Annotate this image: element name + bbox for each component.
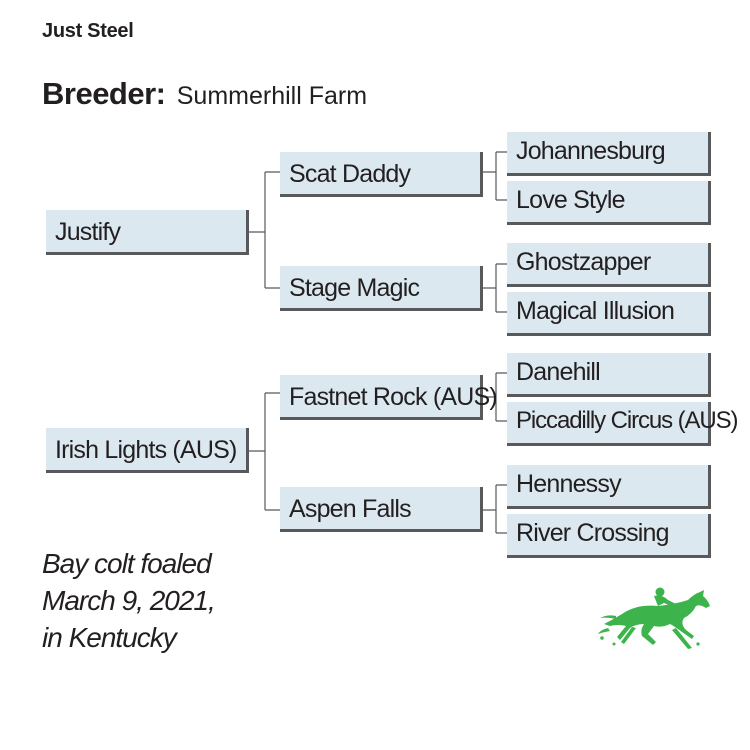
breeder-value: Summerhill Farm bbox=[176, 82, 368, 110]
pedigree-box-sire-dam: Stage Magic bbox=[280, 266, 483, 311]
pedigree-box-sire: Justify bbox=[46, 210, 249, 255]
pedigree-box-dam-sire: Fastnet Rock (AUS) bbox=[280, 375, 498, 420]
foaling-line: Bay colt foaled bbox=[42, 548, 212, 579]
connector-lines bbox=[248, 151, 507, 534]
pedigree-box-dds: Hennessy bbox=[507, 465, 711, 509]
breeder-line: Breeder: Summerhill Farm bbox=[42, 76, 367, 112]
foaling-line: in Kentucky bbox=[42, 622, 177, 653]
horse-name: Just Steel bbox=[42, 20, 134, 42]
pedigree-box-sire-sire: Scat Daddy bbox=[280, 152, 483, 197]
foaling-info: Bay colt foaled March 9, 2021, in Kentuc… bbox=[42, 545, 216, 656]
pedigree-box-dam: Irish Lights (AUS) bbox=[46, 428, 249, 473]
pedigree-box-dam-dam: Aspen Falls bbox=[280, 487, 483, 532]
foaling-line: March 9, 2021, bbox=[42, 585, 216, 616]
pedigree-box-ssd: Love Style bbox=[507, 181, 711, 225]
pedigree-box-ddd: River Crossing bbox=[507, 514, 711, 558]
pedigree-box-dsd: Piccadilly Circus (AUS) bbox=[507, 402, 739, 446]
pedigree-box-dss: Danehill bbox=[507, 353, 711, 397]
pedigree-box-sss: Johannesburg bbox=[507, 132, 711, 176]
breeder-label: Breeder: bbox=[42, 76, 166, 111]
pedigree-box-sdd: Magical Illusion bbox=[507, 292, 711, 336]
racehorse-jockey-icon bbox=[598, 587, 710, 649]
pedigree-box-sds: Ghostzapper bbox=[507, 243, 711, 287]
